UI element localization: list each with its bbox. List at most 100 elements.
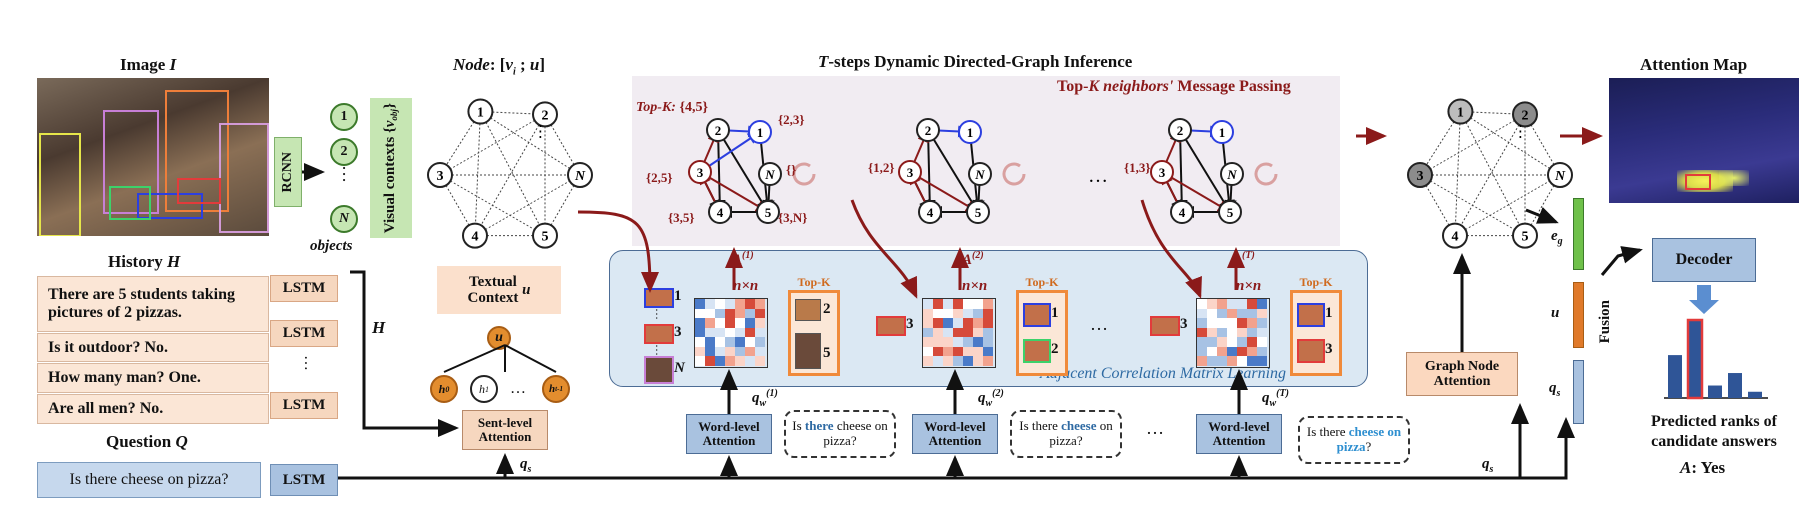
step1-graph-node-1 [748,120,772,144]
matrix-cell [715,346,725,356]
matrix-cell [735,346,745,356]
node-graph-edge [479,111,546,236]
matrix-cell [1247,318,1257,328]
matrix-cell [695,299,705,309]
step1-graph-node-4 [708,200,732,224]
node-graph-node-label: 2 [542,108,549,123]
matrix-cell [1237,346,1247,356]
topk-box-2: Top-K 1 2 [1016,275,1068,376]
visual-contexts-box: Visual contexts {vobj} [370,98,412,238]
adjacency-matrix-3 [1196,298,1270,368]
matrix-cell [695,327,705,337]
object-ellipsis: … [339,165,359,183]
rank-chart [1664,318,1768,400]
matrix-cell [1197,327,1207,337]
answer-label: A: Yes [1680,458,1726,477]
node-graph-edge [474,111,481,236]
output-graph-node-label: N [1554,169,1566,184]
output-graph-edge [1454,174,1561,237]
matrix-cell [943,337,953,347]
matrix-cell [1237,356,1247,366]
matrix-cell [715,327,725,337]
u-vector [1573,282,1584,348]
matrix-cell [725,308,735,318]
message-passing-title: Top-K neighbors' Message Passing [1057,78,1291,95]
output-graph-node-2 [1512,101,1538,128]
node-graph-node-label: 4 [472,230,479,245]
matrix-cell [963,327,973,337]
matrix-cell [963,337,973,347]
step2-graph-node-label: 1 [967,125,974,140]
node-graph-node-4 [462,222,488,249]
matrix-cell [1197,318,1207,328]
qw-label-3: qw(T) [1262,388,1289,409]
u-label: u [1551,305,1560,321]
matrix-cell [973,337,983,347]
matrix-cell [1217,327,1227,337]
matrix-cell [715,308,725,318]
output-graph-edge [1459,111,1526,236]
query-2: Is there cheese on pizza? [1010,410,1122,458]
matrix-cell [755,346,765,356]
qs-label-3: qs [1549,380,1561,399]
matrix-cell [943,299,953,309]
matrix-cell [1257,318,1267,328]
topk-box-3: Top-K 1 3 [1290,275,1342,376]
matrix-cell [923,318,933,328]
matrix-cell [1257,327,1267,337]
node-graph-node-label: 5 [542,230,549,245]
matrix-cell [1257,356,1267,366]
history-item-1: There are 5 students taking pictures of … [37,276,269,332]
stepT-graph-loop-icon [1254,162,1278,186]
nxn-label-2: n×n [962,278,988,294]
step1-graph-node-label: 4 [717,205,724,220]
matrix-cell [933,308,943,318]
step2-graph-node-label: 3 [907,165,914,180]
matrix-cell [983,299,993,309]
step1-graph-node-label: 3 [697,165,704,180]
sent-attention-box: Sent-level Attention [462,410,548,450]
matrix-cell [1247,327,1257,337]
step2-graph-node-label: 5 [975,205,982,220]
step2-graph-node-label: 4 [927,205,934,220]
step1-graph-node-2 [706,118,730,142]
matrix-cell [755,337,765,347]
matrix-cell [1207,327,1217,337]
output-graph-node-label: 4 [1452,230,1459,245]
attention-map-image [1609,78,1799,203]
chart-bar-1 [1668,355,1682,398]
matrix-cell [933,327,943,337]
matrix-cell [1197,337,1207,347]
step1-graph-edge [699,171,770,214]
lstm-history-2: LSTM [270,320,338,347]
matrix-cell [1237,299,1247,309]
node-graph-node-label: 1 [477,106,484,121]
matrix-cell [963,356,973,366]
chart-bar-2 [1686,318,1704,400]
matrix-cell [755,327,765,337]
word-attention-2: Word-level Attention [912,414,998,454]
graph-to-eg-arrow [1525,206,1559,224]
stepT-graph-node-label: N [1226,167,1237,182]
lstm-history-3: LSTM [270,392,338,419]
question-title: Question Q [106,432,188,451]
output-graph-node-label: 5 [1522,230,1529,245]
matrix-cell [943,346,953,356]
step1-graph-node-label: 5 [765,205,772,220]
matrix-cell [705,356,715,366]
output-graph-node-label: 2 [1522,108,1529,123]
step1-graph-node-label: 1 [757,125,764,140]
eg-vector [1573,198,1584,270]
matrix-cell [923,308,933,318]
node-graph-edge [439,113,546,176]
decoder-box: Decoder [1652,238,1756,282]
word-attention-1: Word-level Attention [686,414,772,454]
matrix-cell [963,318,973,328]
matrix-cell [1237,308,1247,318]
matrix-cell [705,327,715,337]
stepT-graph-node-1 [1210,120,1234,144]
matrix-cell [973,346,983,356]
